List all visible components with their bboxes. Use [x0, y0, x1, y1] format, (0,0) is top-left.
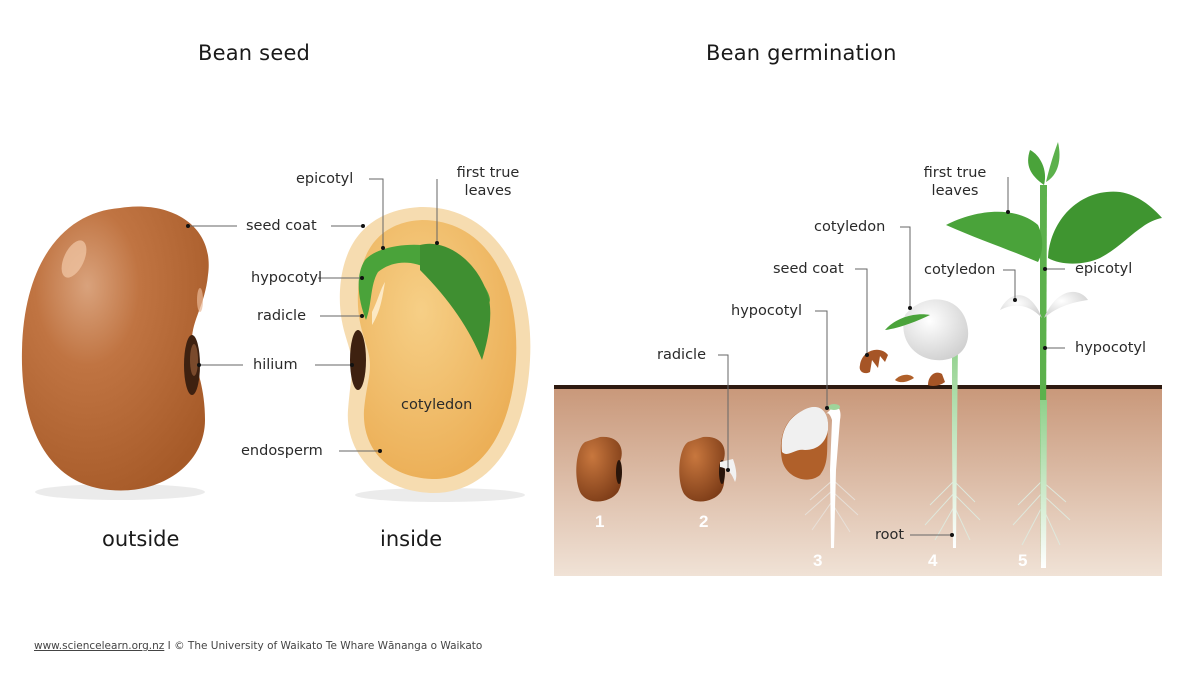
label-first-true-leaves: first true leaves [448, 164, 528, 200]
label-epicotyl: epicotyl [296, 171, 354, 187]
label-hypocotyl-germination: hypocotyl [731, 303, 802, 319]
footer-separator: I [164, 640, 175, 652]
label-epicotyl-germination: epicotyl [1075, 261, 1133, 277]
bean-inside-illustration [339, 206, 531, 502]
label-cotyledon-stage4: cotyledon [814, 219, 886, 235]
stage-number-2: 2 [699, 512, 709, 531]
label-radicle-germination: radicle [657, 347, 707, 363]
footer: www.sciencelearn.org.nz I © The Universi… [34, 640, 482, 652]
soil [554, 388, 1162, 576]
label-first-true-leaves-line1: first true [456, 165, 520, 181]
caption-inside: inside [380, 527, 443, 551]
footer-link[interactable]: www.sciencelearn.org.nz [34, 640, 165, 652]
label-first-true-leaves-germination: first true leaves [915, 164, 995, 200]
label-first-true-leaves-line2: leaves [464, 183, 512, 199]
label-seed-coat: seed coat [246, 218, 317, 234]
label-first-true-leaves-germination-line2: leaves [931, 183, 979, 199]
stage-number-1: 1 [595, 512, 605, 531]
stage-1-seed [576, 436, 622, 502]
label-first-true-leaves-germination-line1: first true [923, 165, 987, 181]
label-radicle: radicle [257, 308, 307, 324]
bean-outside-illustration [21, 206, 209, 500]
stage-number-3: 3 [813, 551, 823, 570]
label-cotyledon-stage5: cotyledon [924, 262, 996, 278]
label-cotyledon: cotyledon [401, 397, 473, 413]
stage-5-plant [946, 142, 1162, 568]
ground-line [554, 385, 1162, 389]
bean-germination-title: Bean germination [706, 41, 897, 65]
label-hypocotyl-stage5: hypocotyl [1075, 340, 1146, 356]
stage-4-seedling [859, 299, 981, 548]
stage-number-4: 4 [928, 551, 938, 570]
stage-3-seedling [780, 404, 859, 548]
label-hilium: hilium [253, 357, 298, 373]
label-root: root [875, 527, 905, 543]
label-seed-coat-germination: seed coat [773, 261, 844, 277]
bean-seed-title: Bean seed [198, 41, 311, 65]
footer-credit: © The University of Waikato Te Whare Wān… [174, 640, 483, 652]
caption-outside: outside [102, 527, 180, 551]
label-endosperm: endosperm [241, 443, 323, 459]
label-hypocotyl: hypocotyl [251, 270, 322, 286]
leader-lines [188, 177, 1065, 536]
stage-number-5: 5 [1018, 551, 1028, 570]
leader-dots [186, 210, 1047, 537]
